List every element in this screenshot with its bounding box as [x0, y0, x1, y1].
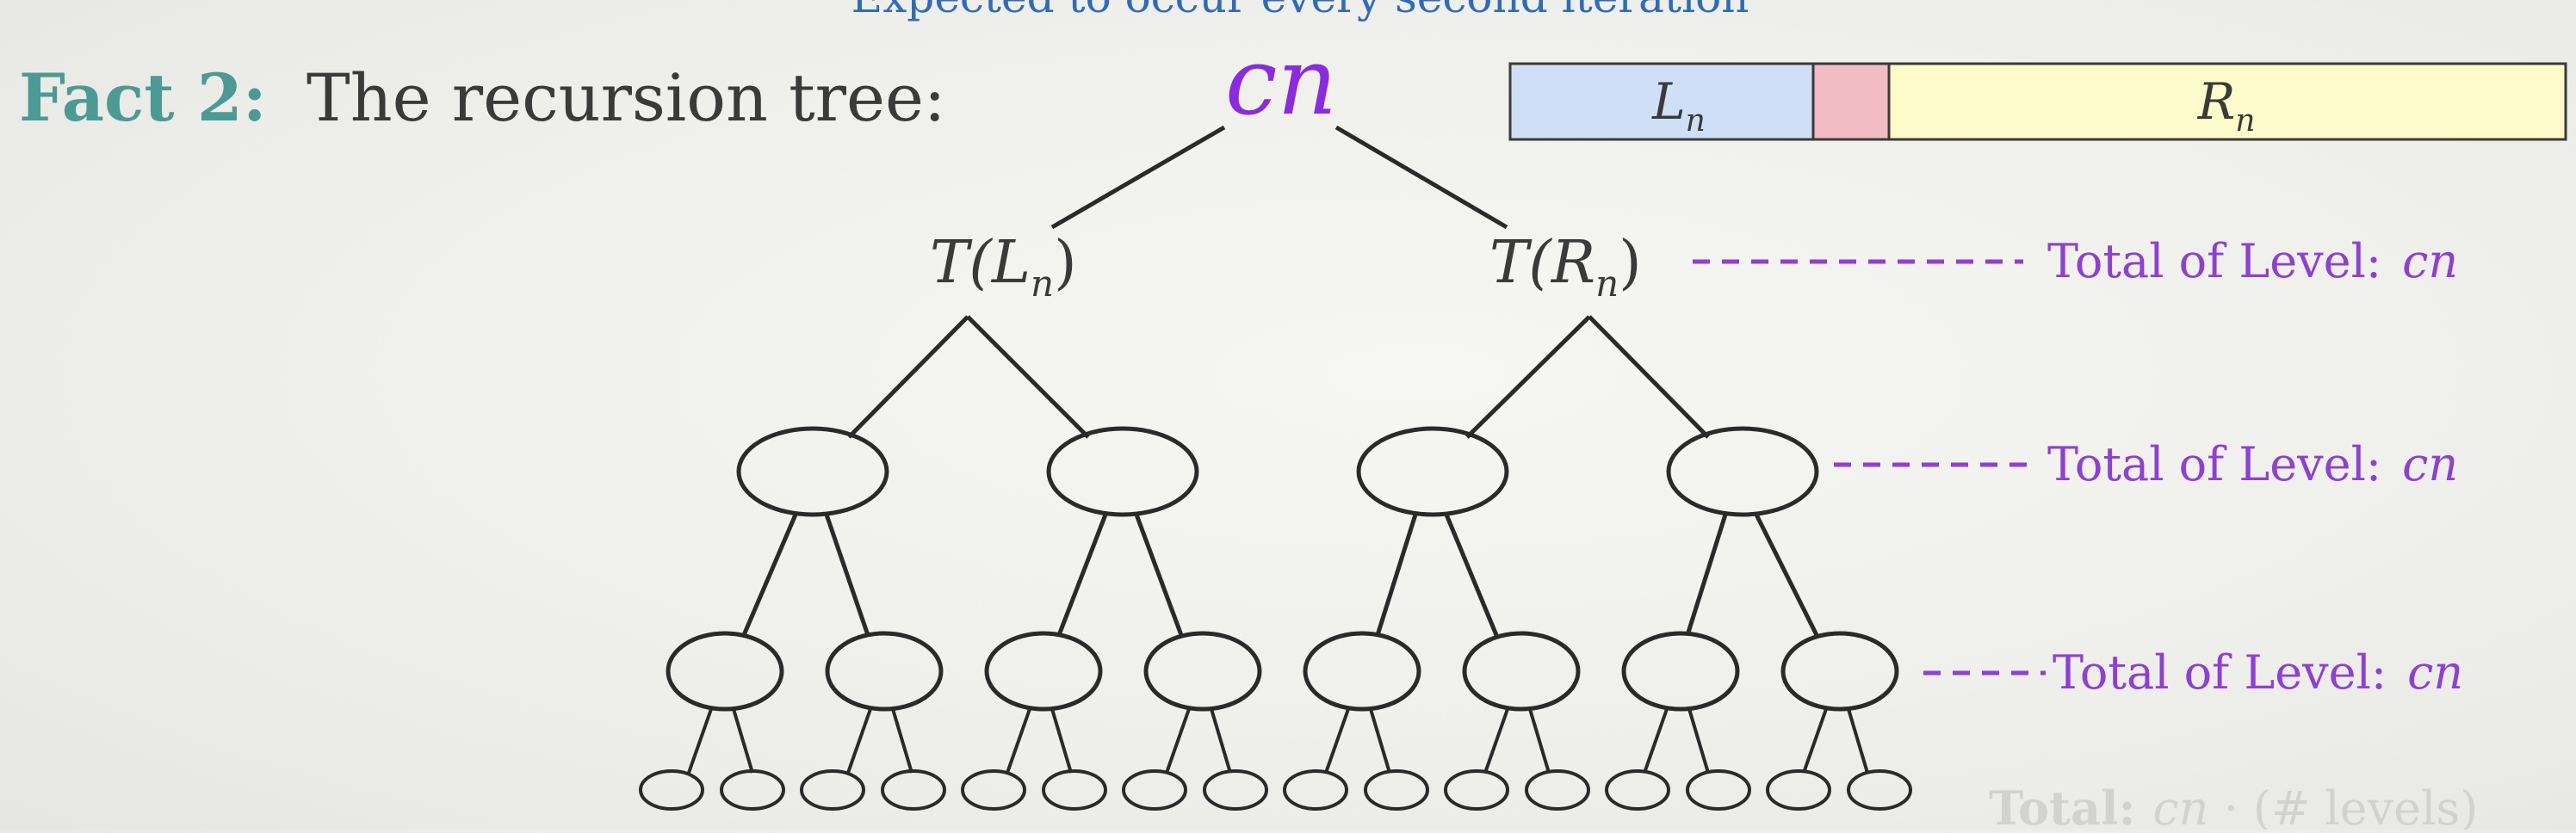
tree-leaf [1686, 769, 1751, 811]
leaf-nodes [639, 769, 1912, 811]
tree-leaf [800, 769, 865, 811]
level1-annotation: Total of Level:cn [2047, 234, 2458, 288]
tree-node [736, 426, 889, 517]
tree-leaf [1766, 769, 1831, 811]
partition-right-segment [1887, 62, 2567, 141]
partition-pivot-segment [1811, 62, 1891, 141]
tree-leaf [720, 769, 785, 811]
tree-node [1356, 426, 1509, 517]
tree-leaf [1203, 769, 1268, 811]
tree-node [666, 631, 784, 712]
level3-edges [687, 708, 1869, 774]
tree-node [1303, 631, 1421, 712]
total-faded: Total:cn · (# levels) [1989, 781, 2478, 830]
fact-label: Fact 2: [19, 59, 267, 136]
left-child-label: T(Ln) [930, 229, 1077, 305]
tree-leaf [1364, 769, 1429, 811]
level2-annotation: Total of Level:cn [2047, 437, 2458, 491]
tree-node [1780, 631, 1899, 712]
level1-edges [847, 315, 1710, 439]
level3-annotation: Total of Level:cn [2053, 645, 2463, 700]
level3-nodes [666, 631, 1899, 712]
level2-edges [741, 513, 1819, 637]
root-label: cn [1225, 28, 1337, 136]
tree-leaf [1283, 769, 1348, 811]
tree-node [1046, 426, 1199, 517]
tree-node [825, 631, 944, 712]
partition-left-label: Ln [1651, 72, 1706, 139]
top-caption: Expected to occur every second iteration [851, 0, 1749, 22]
partition-right-label: Rn [2197, 72, 2256, 139]
level-leaders [1693, 259, 2046, 676]
tree-leaf [1847, 769, 1912, 811]
tree-node [984, 631, 1103, 712]
edge-root-left [1050, 125, 1226, 230]
partition-bar: Ln Rn [1508, 62, 2567, 141]
tree-leaf [1042, 769, 1107, 811]
tree-node [1666, 426, 1819, 517]
fact-heading: Fact 2: The recursion tree: [19, 59, 946, 136]
tree-leaf [1122, 769, 1187, 811]
right-child-label: T(Rn) [1489, 229, 1642, 305]
tree-leaf [1444, 769, 1509, 811]
partition-left-segment [1508, 62, 1815, 141]
tree-leaf [961, 769, 1026, 811]
tree-leaf [881, 769, 946, 811]
level2-nodes [736, 426, 1819, 517]
tree-node [1621, 631, 1740, 712]
tree-leaf [1605, 769, 1670, 811]
tree-node [1462, 631, 1581, 712]
root-edges [1050, 125, 1508, 230]
tree-node [1143, 631, 1262, 712]
fact-text: The recursion tree: [307, 59, 946, 136]
tree-leaf [639, 769, 704, 811]
edge-root-right [1334, 125, 1508, 230]
tree-leaf [1525, 769, 1590, 811]
